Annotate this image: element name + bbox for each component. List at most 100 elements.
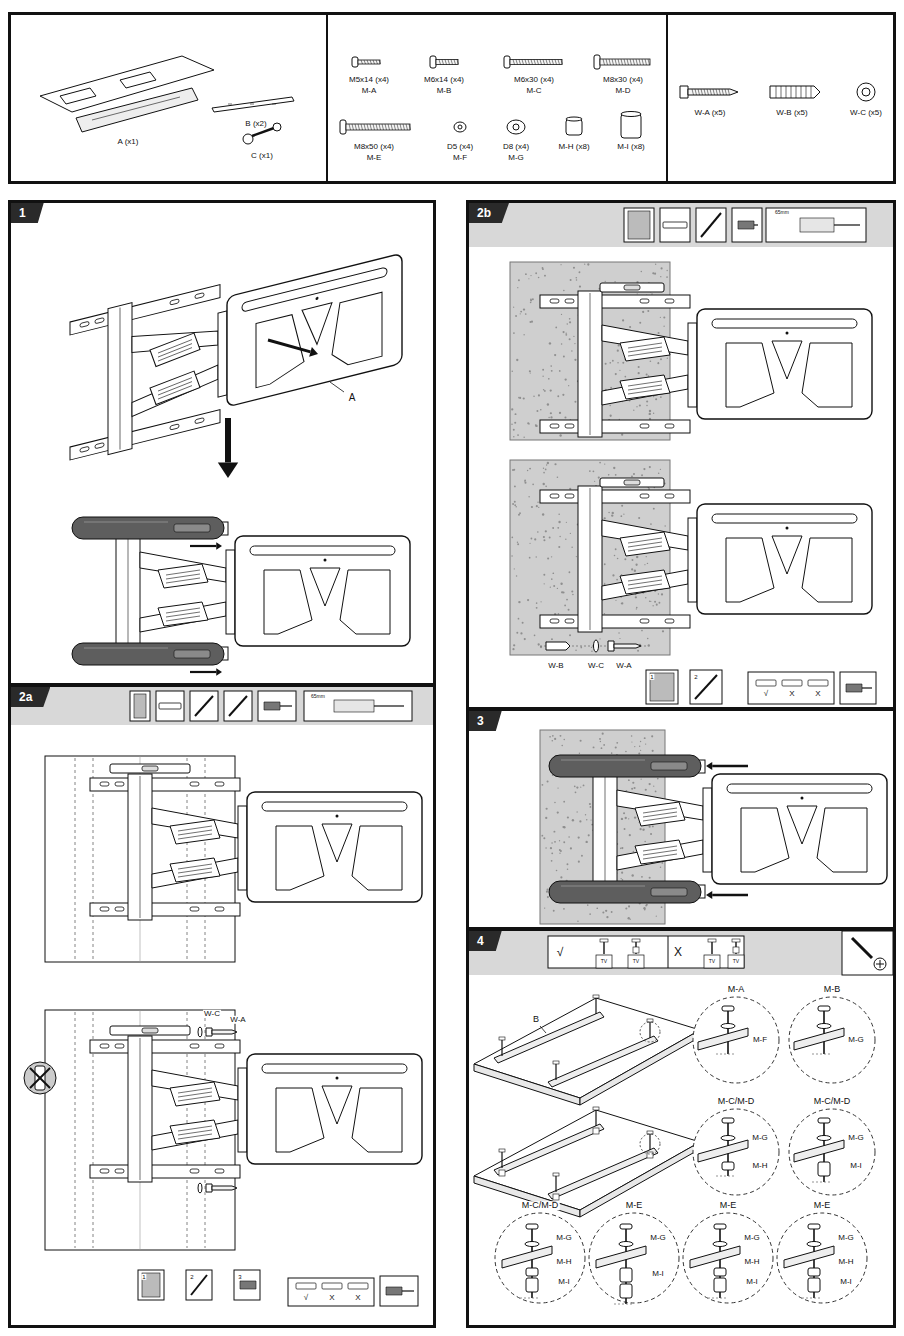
- washer: [198, 1027, 202, 1037]
- washer: [857, 83, 875, 101]
- header-band: [469, 203, 893, 247]
- wall-rail: [90, 903, 240, 916]
- wall-texture: [657, 362, 659, 364]
- arm-plate: [150, 370, 200, 406]
- wall-texture: [585, 814, 586, 815]
- wall-texture: [622, 319, 624, 321]
- washer: [713, 1242, 727, 1247]
- detail-circle: [683, 1213, 773, 1303]
- wall-texture: [550, 587, 551, 588]
- arrow: [190, 671, 216, 673]
- wall-texture: [591, 647, 592, 648]
- hinge: [226, 550, 235, 634]
- wall-texture: [531, 538, 533, 540]
- tv-plate-slot: [262, 802, 407, 811]
- wall-rail: [540, 295, 690, 308]
- arm-stripe: [628, 389, 662, 394]
- wall-texture: [566, 333, 567, 334]
- thread: [367, 124, 369, 130]
- wall-texture: [610, 415, 612, 417]
- lag-head: [206, 1028, 212, 1036]
- part-label: M-G: [847, 1036, 865, 1044]
- thread: [558, 60, 560, 65]
- washer: [594, 640, 599, 652]
- screw: [555, 1064, 556, 1080]
- tool-icon: [624, 208, 654, 242]
- wall-texture: [654, 601, 656, 603]
- detail-circle: M-BM-G: [788, 996, 876, 1084]
- cover-line: [84, 522, 168, 523]
- wall-texture: [645, 789, 647, 791]
- cover-logo: [651, 762, 687, 770]
- wall-texture: [604, 517, 606, 519]
- step-panel: 4M-AM-FM-BM-GM-C/M-DM-GM-HM-C/M-DM-GM-IM…: [466, 928, 896, 1328]
- screw: [595, 998, 596, 1014]
- thread: [385, 124, 387, 130]
- part-label: W-C: [203, 1010, 221, 1018]
- wall-texture: [608, 474, 610, 476]
- arm-stripe: [166, 616, 200, 621]
- wall-texture: [591, 651, 593, 653]
- thread: [618, 59, 620, 65]
- wall-texture: [620, 848, 622, 850]
- screwdriver-icon: [842, 931, 893, 975]
- wall-texture: [633, 473, 635, 475]
- wall-texture: [569, 338, 571, 340]
- part-label: D8 (x4): [503, 143, 529, 151]
- tv-edge: [474, 1064, 580, 1105]
- wall-texture: [575, 649, 577, 651]
- wall-texture: [638, 753, 640, 755]
- arrow-head: [309, 347, 318, 357]
- wall-texture: [551, 842, 553, 844]
- part-label: M-I: [557, 1278, 571, 1286]
- wall-texture: [557, 527, 559, 529]
- wall-rail: [540, 615, 690, 628]
- rail-cover: [549, 755, 701, 777]
- wall-texture: [621, 602, 623, 604]
- wall-texture: [530, 372, 531, 373]
- rail-slot: [190, 1044, 199, 1048]
- spacer: [647, 1152, 653, 1158]
- cross-mark: X: [328, 1294, 335, 1302]
- wall-texture: [580, 647, 582, 649]
- tv-plate-slot: [712, 514, 857, 523]
- cross-mark: X: [788, 690, 795, 698]
- thread: [716, 89, 718, 95]
- arm-stripe: [166, 578, 200, 583]
- wall-texture: [646, 904, 648, 906]
- wall-texture: [652, 605, 653, 606]
- drill-depth: [334, 700, 374, 712]
- thread: [555, 60, 557, 65]
- wall-texture: [532, 298, 534, 300]
- upright: [593, 756, 617, 902]
- level: [782, 680, 802, 686]
- spacer: [722, 1162, 734, 1170]
- wall-texture: [515, 506, 516, 507]
- wall-texture: [540, 601, 541, 602]
- rail-slot: [95, 443, 104, 449]
- thread: [728, 89, 730, 95]
- wall-texture: [511, 537, 513, 539]
- washer: [454, 122, 466, 132]
- wall-texture: [570, 847, 572, 849]
- rail-slot: [80, 321, 89, 327]
- wall-texture: [593, 746, 595, 748]
- wall-texture: [610, 387, 612, 389]
- wall-texture: [524, 480, 526, 482]
- wall-texture: [589, 913, 591, 915]
- wall-texture: [571, 547, 573, 549]
- wall-texture: [634, 570, 636, 572]
- rail-slot: [665, 494, 674, 498]
- tv-plate-dot: [324, 559, 327, 562]
- arm-stripe: [158, 382, 192, 395]
- wall-texture: [639, 828, 641, 830]
- wall-texture: [551, 556, 552, 557]
- wall-texture: [621, 574, 622, 575]
- part-label: M-I: [849, 1162, 863, 1170]
- wall-texture: [538, 394, 540, 396]
- wall-texture: [563, 908, 565, 910]
- hinge: [238, 806, 247, 890]
- thread: [370, 60, 372, 64]
- wall-texture: [577, 921, 578, 922]
- part-label: M-I: [651, 1270, 665, 1278]
